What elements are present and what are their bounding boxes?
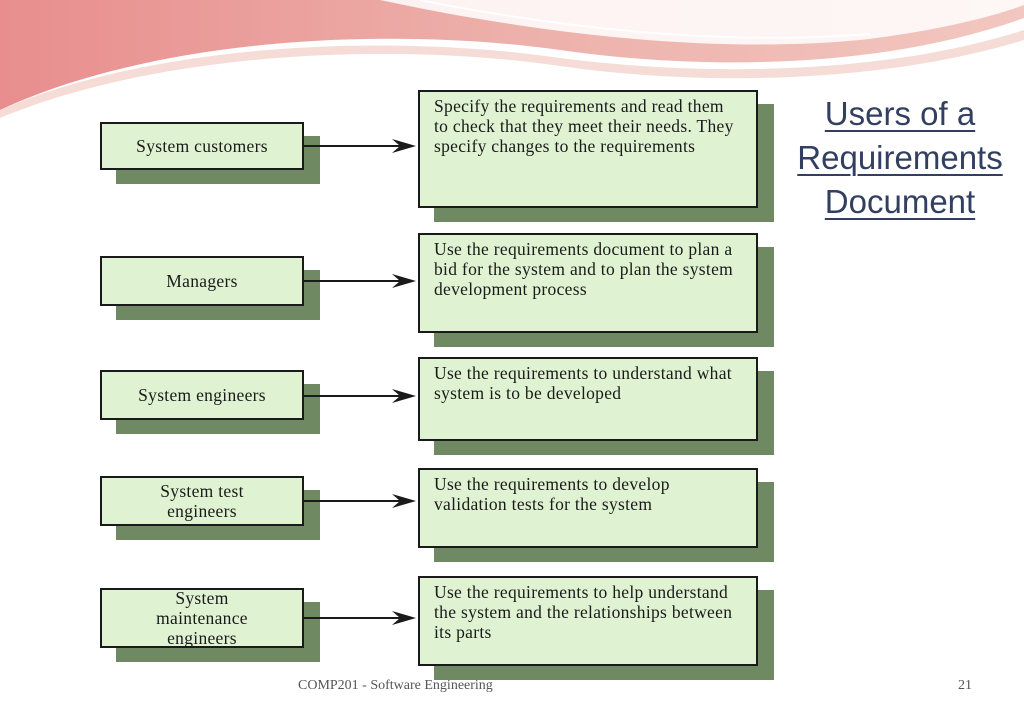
role-label: System maintenance engineers <box>156 588 248 648</box>
arrow <box>304 274 416 288</box>
description-box-system-customers: Specify the requirements and read them t… <box>418 90 758 208</box>
arrow <box>304 389 416 403</box>
role-box-managers: Managers <box>100 256 304 306</box>
description-text: Use the requirements to develop validati… <box>434 474 670 514</box>
role-label: System engineers <box>138 385 266 405</box>
role-label: System test engineers <box>160 481 244 521</box>
description-box-system-engineers: Use the requirements to understand what … <box>418 357 758 441</box>
role-label: Managers <box>166 271 238 291</box>
role-label: System customers <box>136 136 268 156</box>
description-text: Use the requirements to understand what … <box>434 363 732 403</box>
role-box-system-engineers: System engineers <box>100 370 304 420</box>
title-line-1: Users of a <box>824 95 976 132</box>
description-text: Specify the requirements and read them t… <box>434 96 734 156</box>
description-text: Use the requirements document to plan a … <box>434 239 734 299</box>
role-box-system-test-engineers: System test engineers <box>100 476 304 526</box>
description-box-managers: Use the requirements document to plan a … <box>418 233 758 333</box>
arrow <box>304 494 416 508</box>
page-number: 21 <box>958 678 972 693</box>
decorative-banner <box>0 0 1024 118</box>
title-line-3: Document <box>824 183 976 220</box>
footer-course: COMP201 - Software Engineering <box>298 678 493 693</box>
description-box-system-test-engineers: Use the requirements to develop validati… <box>418 468 758 548</box>
description-box-system-maintenance-engineers: Use the requirements to help understand … <box>418 576 758 666</box>
role-box-system-customers: System customers <box>100 122 304 170</box>
slide-title: Users of a Requirements Document <box>780 92 1020 224</box>
description-text: Use the requirements to help understand … <box>434 582 733 642</box>
title-line-2: Requirements <box>797 139 1003 176</box>
role-box-system-maintenance-engineers: System maintenance engineers <box>100 588 304 648</box>
arrow <box>304 611 416 625</box>
arrow <box>304 139 416 153</box>
